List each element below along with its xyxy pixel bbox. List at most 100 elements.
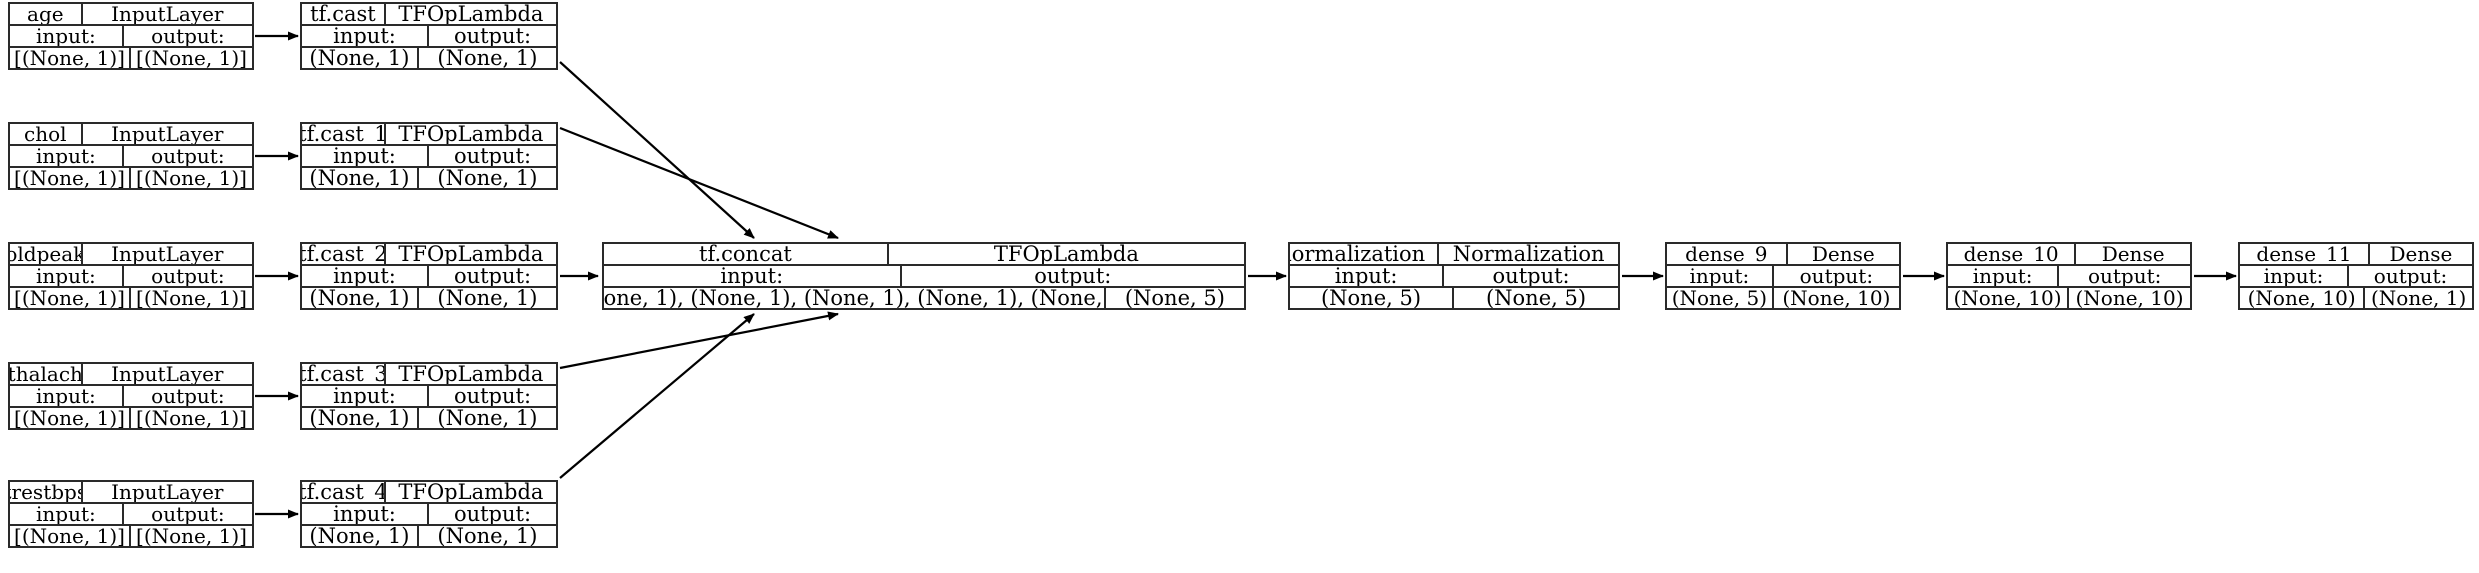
node-output-shape: (None, 1) xyxy=(2370,288,2467,308)
node-layer-name: thalach xyxy=(10,364,83,384)
node-input-label: input: xyxy=(302,504,429,524)
node-output-label: output: xyxy=(453,146,532,166)
node-output-shape: (None, 5) xyxy=(1124,288,1225,308)
node-input-shape: (None, 1) xyxy=(302,288,419,308)
node-output-shape: [(None, 1)] xyxy=(136,168,247,188)
node-output-shape: (None, 1) xyxy=(437,288,538,308)
node-layer-name: normalization_2 xyxy=(1290,244,1440,264)
node-output-label: output: xyxy=(151,504,225,524)
node-layer-class: InputLayer xyxy=(111,364,224,384)
node-input-shape: [(None, 1), (None, 1), (None, 1), (None,… xyxy=(604,288,1106,308)
node-layer-class: InputLayer xyxy=(111,124,224,144)
node-layer-class: TFOpLambda xyxy=(398,482,544,502)
node-output-shape: (None, 10) xyxy=(2075,288,2184,308)
node-output-label: output: xyxy=(453,26,532,46)
node-layer-name: tf.concat xyxy=(604,244,889,264)
node-layer-name: chol xyxy=(10,124,83,144)
edge-cast1-to-concat xyxy=(559,126,839,240)
node-output-label: output: xyxy=(151,386,225,406)
node-output-shape: (None, 5) xyxy=(1485,288,1587,308)
node-input-shape: (None, 1) xyxy=(302,408,419,428)
node-output-label: output: xyxy=(1034,266,1112,286)
node-output-label: output: xyxy=(151,266,225,286)
node-layer-name: tf.cast_3 xyxy=(302,364,386,384)
node-layer-name: tf.cast_2 xyxy=(302,244,386,264)
node-layer-class: InputLayer xyxy=(111,4,224,24)
node-input-label: input: xyxy=(10,504,124,524)
node-layer-name: tf.cast xyxy=(302,4,386,24)
node-layer-class: TFOpLambda xyxy=(398,124,544,144)
node-output-shape: (None, 10) xyxy=(1782,288,1891,308)
edge-cast-to-concat xyxy=(559,61,755,239)
edge-cast4-to-concat xyxy=(559,313,755,479)
edge-cast3-to-concat xyxy=(559,311,839,370)
node-input-label: input: xyxy=(302,146,429,166)
node-output-shape: [(None, 1)] xyxy=(136,408,247,428)
node-layer-class: Dense xyxy=(2101,244,2165,264)
node-input-shape: [(None, 1)] xyxy=(10,168,131,188)
node-output-shape: [(None, 1)] xyxy=(136,288,247,308)
node-layer-name: age xyxy=(10,4,83,24)
node-input-label: input: xyxy=(10,386,124,406)
node-input-shape: [(None, 1)] xyxy=(10,288,131,308)
node-layer-class: Dense xyxy=(2389,244,2453,264)
node-tf_concat[interactable]: tf.concatTFOpLambdainput:output:[(None, … xyxy=(602,242,1246,310)
node-output-label: output: xyxy=(453,266,532,286)
node-normalization_2[interactable]: normalization_2Normalizationinput:output… xyxy=(1288,242,1620,310)
node-output-label: output: xyxy=(453,386,532,406)
node-output-shape: (None, 1) xyxy=(437,48,538,68)
node-layer-name: dense_10 xyxy=(1948,244,2077,264)
node-output-label: output: xyxy=(1799,266,1874,286)
node-output-label: output: xyxy=(151,146,225,166)
node-input-label: input: xyxy=(2240,266,2350,286)
node-layer-name: tf.cast_1 xyxy=(302,124,386,144)
node-layer-class: Dense xyxy=(1811,244,1875,264)
node-layer-name: dense_9 xyxy=(1667,244,1788,264)
node-dense_9[interactable]: dense_9 Dense input: output: (None, 5) (None,… xyxy=(1665,242,1901,310)
node-input-shape: [(None, 1)] xyxy=(10,526,131,546)
node-layer-class: TFOpLambda xyxy=(398,4,544,24)
node-input-shape: (None, 1) xyxy=(302,168,419,188)
node-input-label: input: xyxy=(10,146,124,166)
node-input-label: input: xyxy=(1667,266,1774,286)
node-input-shape: (None, 1) xyxy=(302,48,419,68)
node-input-shape: [(None, 1)] xyxy=(10,48,131,68)
node-output-label: output: xyxy=(151,26,225,46)
node-layer-class: InputLayer xyxy=(111,244,224,264)
node-input-shape: (None, 5) xyxy=(1290,288,1454,308)
node-layer-class: InputLayer xyxy=(111,482,224,502)
node-input-shape: (None, 1) xyxy=(302,526,419,546)
node-input-label: input: xyxy=(10,26,124,46)
node-layer-class: Normalization xyxy=(1452,244,1605,264)
node-output-shape: [(None, 1)] xyxy=(136,526,247,546)
node-layer-name: tf.cast_4 xyxy=(302,482,386,502)
node-input-label: input: xyxy=(1290,266,1445,286)
node-dense_11[interactable]: dense_11 Dense input: output: (None, 10)(Non… xyxy=(2238,242,2474,310)
node-layer-name: dense_11 xyxy=(2240,244,2370,264)
node-output-shape: (None, 1) xyxy=(437,526,538,546)
node-layer-class: TFOpLambda xyxy=(398,364,544,384)
node-output-shape: (None, 1) xyxy=(437,168,538,188)
node-input-label: input: xyxy=(302,266,429,286)
node-input-shape: (None, 5) xyxy=(1667,288,1774,308)
node-input-shape: (None, 10) xyxy=(2240,288,2366,308)
node-output-shape: (None, 1) xyxy=(437,408,538,428)
node-output-label: output: xyxy=(2087,266,2162,286)
node-trestbps[interactable]: trestbpsInputLayerinput:output:[(None, 1… xyxy=(8,480,254,548)
node-input-label: input: xyxy=(302,26,429,46)
node-input-label: input: xyxy=(302,386,429,406)
node-input-shape: [(None, 1)] xyxy=(10,408,131,428)
node-output-shape: [(None, 1)] xyxy=(136,48,247,68)
node-output-label: output: xyxy=(2373,266,2448,286)
